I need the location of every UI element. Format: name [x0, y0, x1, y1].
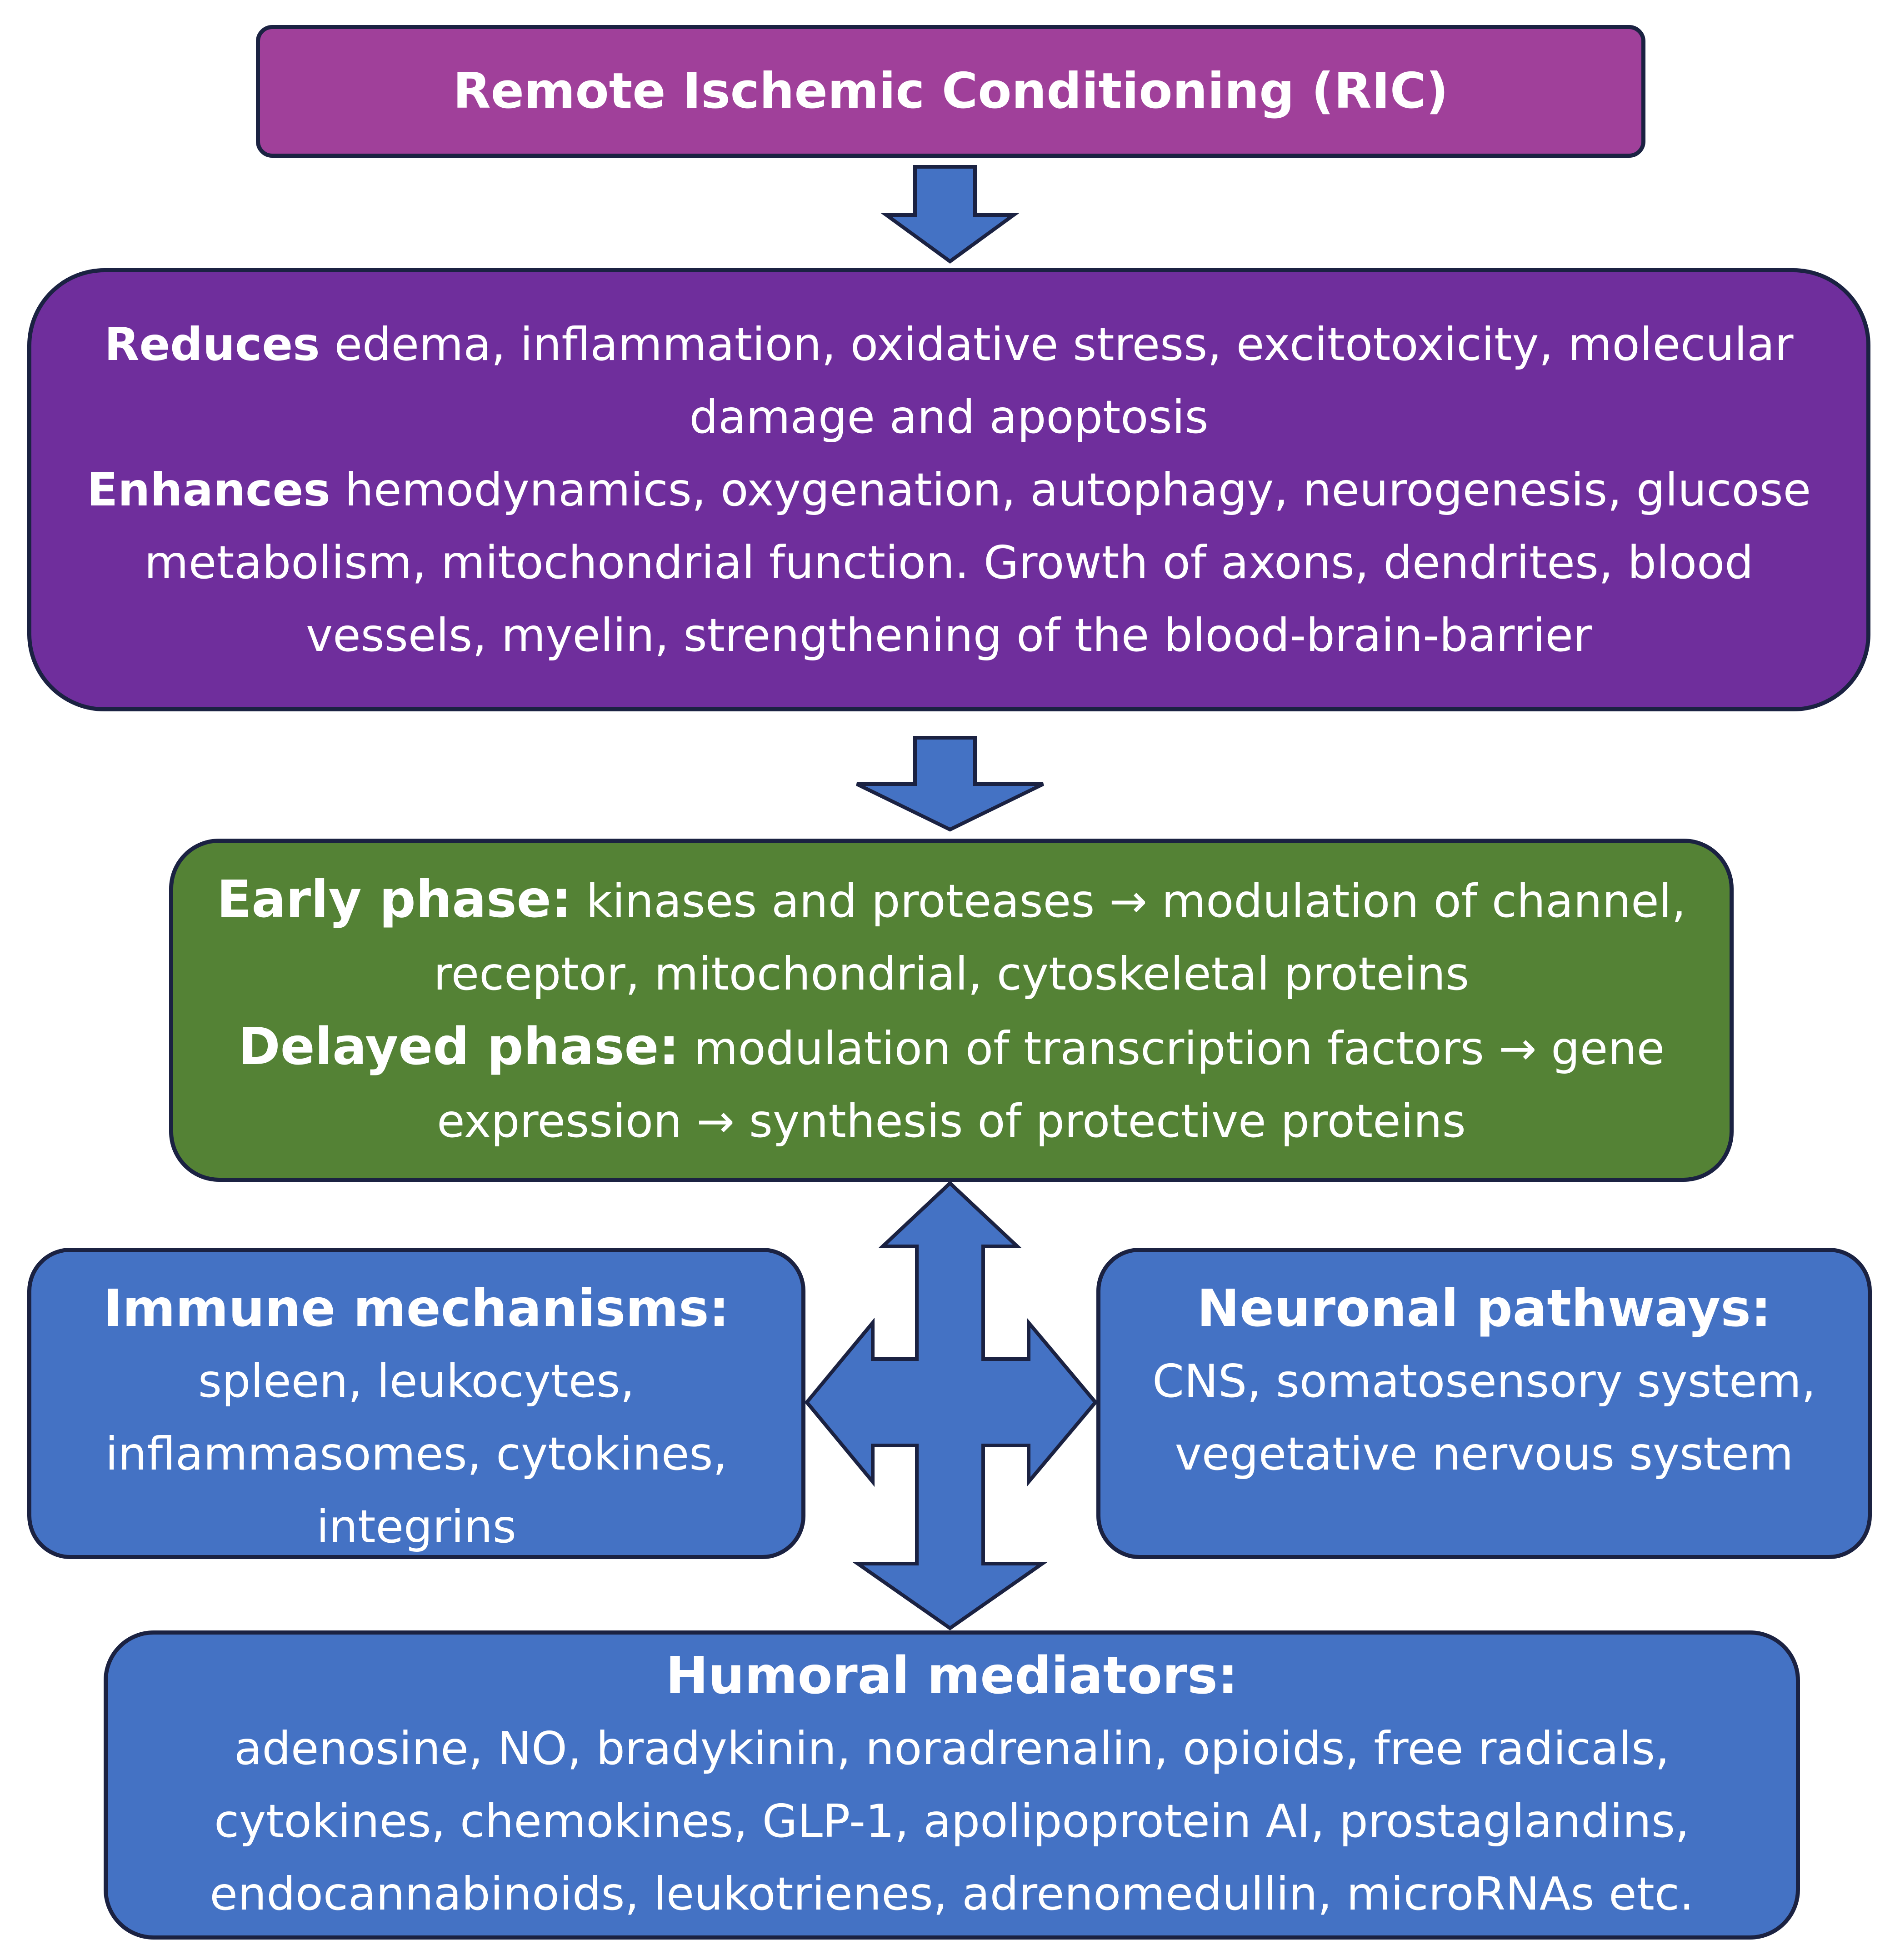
early-phase-label: Early phase:: [216, 870, 572, 929]
diagram-title: Remote Ischemic Conditioning (RIC): [453, 63, 1449, 120]
reduces-paragraph: Reduces edema, inflammation, oxidative s…: [54, 308, 1844, 454]
title-box: Remote Ischemic Conditioning (RIC): [256, 25, 1645, 158]
enhances-label: Enhances: [86, 463, 330, 516]
delayed-phase-paragraph: Delayed phase: modulation of transcripti…: [196, 1010, 1707, 1158]
early-phase-text: kinases and proteases → modulation of ch…: [433, 874, 1686, 1000]
humoral-heading: Humoral mediators:: [665, 1646, 1238, 1705]
humoral-mediators-box: Humoral mediators: adenosine, NO, bradyk…: [104, 1630, 1800, 1940]
four-way-arrow: [804, 1180, 1098, 1630]
immune-mechanisms-box: Immune mechanisms: spleen, leukocytes, i…: [27, 1248, 805, 1559]
immune-text: spleen, leukocytes, inflammasomes, cytok…: [105, 1355, 728, 1553]
neuronal-heading: Neuronal pathways:: [1197, 1279, 1771, 1338]
down-arrow-2: [856, 736, 1044, 832]
phase-box: Early phase: kinases and proteases → mod…: [169, 839, 1734, 1182]
neuronal-pathways-box: Neuronal pathways: CNS, somatosensory sy…: [1096, 1248, 1872, 1559]
enhances-text: hemodynamics, oxygenation, autophagy, ne…: [144, 463, 1811, 662]
humoral-text: adenosine, NO, bradykinin, noradrenalin,…: [210, 1722, 1694, 1920]
reduces-label: Reduces: [104, 317, 320, 371]
reduces-text: edema, inflammation, oxidative stress, e…: [320, 317, 1794, 444]
down-arrow-1: [880, 165, 1020, 264]
delayed-phase-text: modulation of transcription factors → ge…: [437, 1021, 1665, 1148]
delayed-phase-label: Delayed phase:: [238, 1017, 680, 1076]
effects-box: Reduces edema, inflammation, oxidative s…: [27, 268, 1870, 711]
enhances-paragraph: Enhances hemodynamics, oxygenation, auto…: [54, 454, 1844, 672]
neuronal-text: CNS, somatosensory system, vegetative ne…: [1152, 1355, 1816, 1480]
early-phase-paragraph: Early phase: kinases and proteases → mod…: [196, 863, 1707, 1010]
immune-heading: Immune mechanisms:: [103, 1279, 730, 1338]
